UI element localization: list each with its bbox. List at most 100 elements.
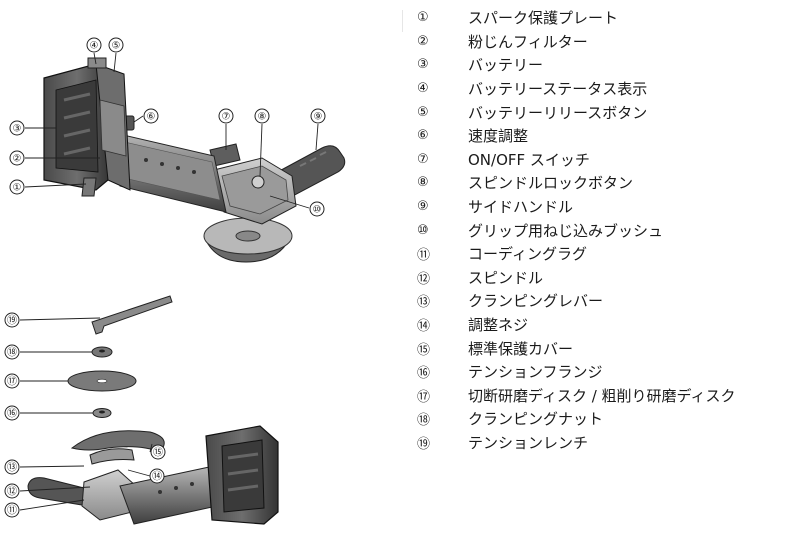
- callout-2: ②: [9, 150, 25, 166]
- legend-number: ⑫: [417, 271, 431, 287]
- callout-9: ⑨: [310, 108, 326, 124]
- legend-number: ⑭: [417, 319, 431, 335]
- legend-label: クランピングナット: [468, 410, 604, 429]
- legend-number: ②: [417, 33, 429, 49]
- legend-label: テンションレンチ: [468, 433, 589, 452]
- legend-item: ⑮ 標準保護カバー: [404, 336, 804, 360]
- legend-number: ⑱: [417, 413, 431, 429]
- legend-item: ⑬ クランピングレバー: [404, 289, 804, 313]
- legend-item: ⑱ クランピングナット: [404, 407, 804, 431]
- legend-item: ② 粉じんフィルター: [404, 30, 804, 54]
- legend-item: ⑭ 調整ネジ: [404, 313, 804, 337]
- legend-item: ⑰ 切断研磨ディスク / 粗削り研磨ディスク: [404, 384, 804, 408]
- legend-number: ⑤: [417, 104, 429, 120]
- legend-label: バッテリーリリースボタン: [468, 103, 648, 122]
- legend-item: ⑧ スピンドルロックボタン: [404, 171, 804, 195]
- svg-text:⑭: ⑭: [152, 471, 162, 483]
- svg-text:⑫: ⑫: [7, 486, 17, 498]
- callout-19: ⑲: [4, 312, 20, 328]
- legend-label: 標準保護カバー: [468, 339, 574, 358]
- callout-14: ⑭: [149, 468, 165, 484]
- legend-number: ⑯: [417, 366, 431, 382]
- legend-label: スピンドル: [468, 268, 544, 287]
- svg-text:⑧: ⑧: [258, 112, 267, 123]
- callout-12: ⑫: [4, 483, 20, 499]
- callout-8: ⑧: [254, 108, 270, 124]
- legend-label: 速度調整: [468, 127, 529, 146]
- callout-4: ④: [86, 37, 102, 53]
- svg-text:⑰: ⑰: [7, 376, 17, 388]
- legend-label: バッテリー: [468, 56, 544, 75]
- legend-number: ⑩: [417, 222, 429, 238]
- legend-number: ③: [417, 57, 429, 73]
- legend-item: ⑦ ON/OFF スイッチ: [404, 148, 804, 172]
- svg-text:①: ①: [13, 183, 22, 194]
- legend-item: ⑩ グリップ用ねじ込みブッシュ: [404, 218, 804, 242]
- callout-1: ①: [9, 179, 25, 195]
- callout-13: ⑬: [4, 459, 20, 475]
- svg-text:⑮: ⑮: [153, 447, 163, 459]
- callout-5: ⑤: [108, 37, 124, 53]
- legend-label: サイドハンドル: [468, 198, 574, 217]
- svg-text:⑩: ⑩: [313, 205, 322, 216]
- legend-item: ⑤ バッテリーリリースボタン: [404, 100, 804, 124]
- legend-number: ⑨: [417, 199, 429, 215]
- svg-text:②: ②: [13, 154, 22, 165]
- legend-item: ③ バッテリー: [404, 53, 804, 77]
- callout-18: ⑱: [4, 344, 20, 360]
- legend-number: ⑬: [417, 295, 431, 311]
- divider: [402, 10, 403, 32]
- legend-item: ⑫ スピンドル: [404, 266, 804, 290]
- legend-item: ⑯ テンションフランジ: [404, 360, 804, 384]
- legend-label: グリップ用ねじ込みブッシュ: [468, 221, 664, 240]
- grinder-assembled: [43, 57, 346, 263]
- legend-item: ④ バッテリーステータス表示: [404, 77, 804, 101]
- clamping-nut-drawing: [91, 346, 113, 358]
- legend-label: ON/OFF スイッチ: [468, 150, 590, 169]
- legend-label: 切断研磨ディスク / 粗削り研磨ディスク: [468, 386, 736, 405]
- legend-number: ⑪: [417, 248, 431, 264]
- svg-text:⑤: ⑤: [112, 41, 121, 52]
- svg-text:⑲: ⑲: [7, 315, 17, 327]
- legend-number: ⑦: [417, 151, 429, 167]
- legend-number: ①: [417, 10, 429, 26]
- legend-number: ⑧: [417, 175, 429, 191]
- svg-text:⑪: ⑪: [7, 505, 17, 517]
- legend-number: ④: [417, 81, 429, 97]
- legend-label: バッテリーステータス表示: [468, 80, 648, 99]
- tension-wrench-drawing: [91, 295, 173, 335]
- callout-11: ⑪: [4, 502, 20, 518]
- callout-16: ⑯: [4, 405, 20, 421]
- legend-number: ⑮: [417, 342, 431, 358]
- legend-label: スパーク保護プレート: [468, 9, 619, 28]
- legend-item: ⑥ 速度調整: [404, 124, 804, 148]
- callout-3: ③: [9, 120, 25, 136]
- svg-text:④: ④: [90, 41, 99, 52]
- svg-text:⑦: ⑦: [222, 112, 231, 123]
- callout-15: ⑮: [150, 444, 166, 460]
- legend-item: ① スパーク保護プレート: [404, 6, 804, 30]
- legend-label: テンションフランジ: [468, 363, 603, 382]
- legend-number: ⑰: [417, 389, 431, 405]
- legend-label: クランピングレバー: [468, 292, 604, 311]
- legend-item: ⑪ コーディングラグ: [404, 242, 804, 266]
- legend-label: 調整ネジ: [468, 316, 529, 335]
- grinder-lower-view: [27, 425, 279, 525]
- svg-text:⑱: ⑱: [7, 347, 17, 359]
- parts-legend: ① スパーク保護プレート ② 粉じんフィルター ③ バッテリー ④ バッテリーステータス…: [404, 6, 804, 454]
- callout-10: ⑩: [309, 201, 325, 217]
- legend-label: スピンドルロックボタン: [468, 174, 634, 193]
- svg-text:⑨: ⑨: [314, 112, 323, 123]
- legend-number: ⑥: [417, 128, 429, 144]
- svg-text:③: ③: [13, 124, 22, 135]
- svg-text:⑬: ⑬: [7, 462, 17, 474]
- legend-label: 粉じんフィルター: [468, 32, 588, 51]
- leader-lines: [19, 52, 319, 511]
- tension-flange-drawing: [92, 408, 112, 418]
- legend-item: ⑨ サイドハンドル: [404, 195, 804, 219]
- callout-17: ⑰: [4, 373, 20, 389]
- tool-illustration: ④ ⑤ ③ ② ① ⑥ ⑦ ⑧ ⑨ ⑩ ⑲ ⑱ ⑰ ⑯ ⑮ ⑬ ⑭ ⑫ ⑪: [4, 37, 346, 525]
- legend-label: コーディングラグ: [468, 245, 587, 264]
- svg-text:⑯: ⑯: [7, 408, 17, 420]
